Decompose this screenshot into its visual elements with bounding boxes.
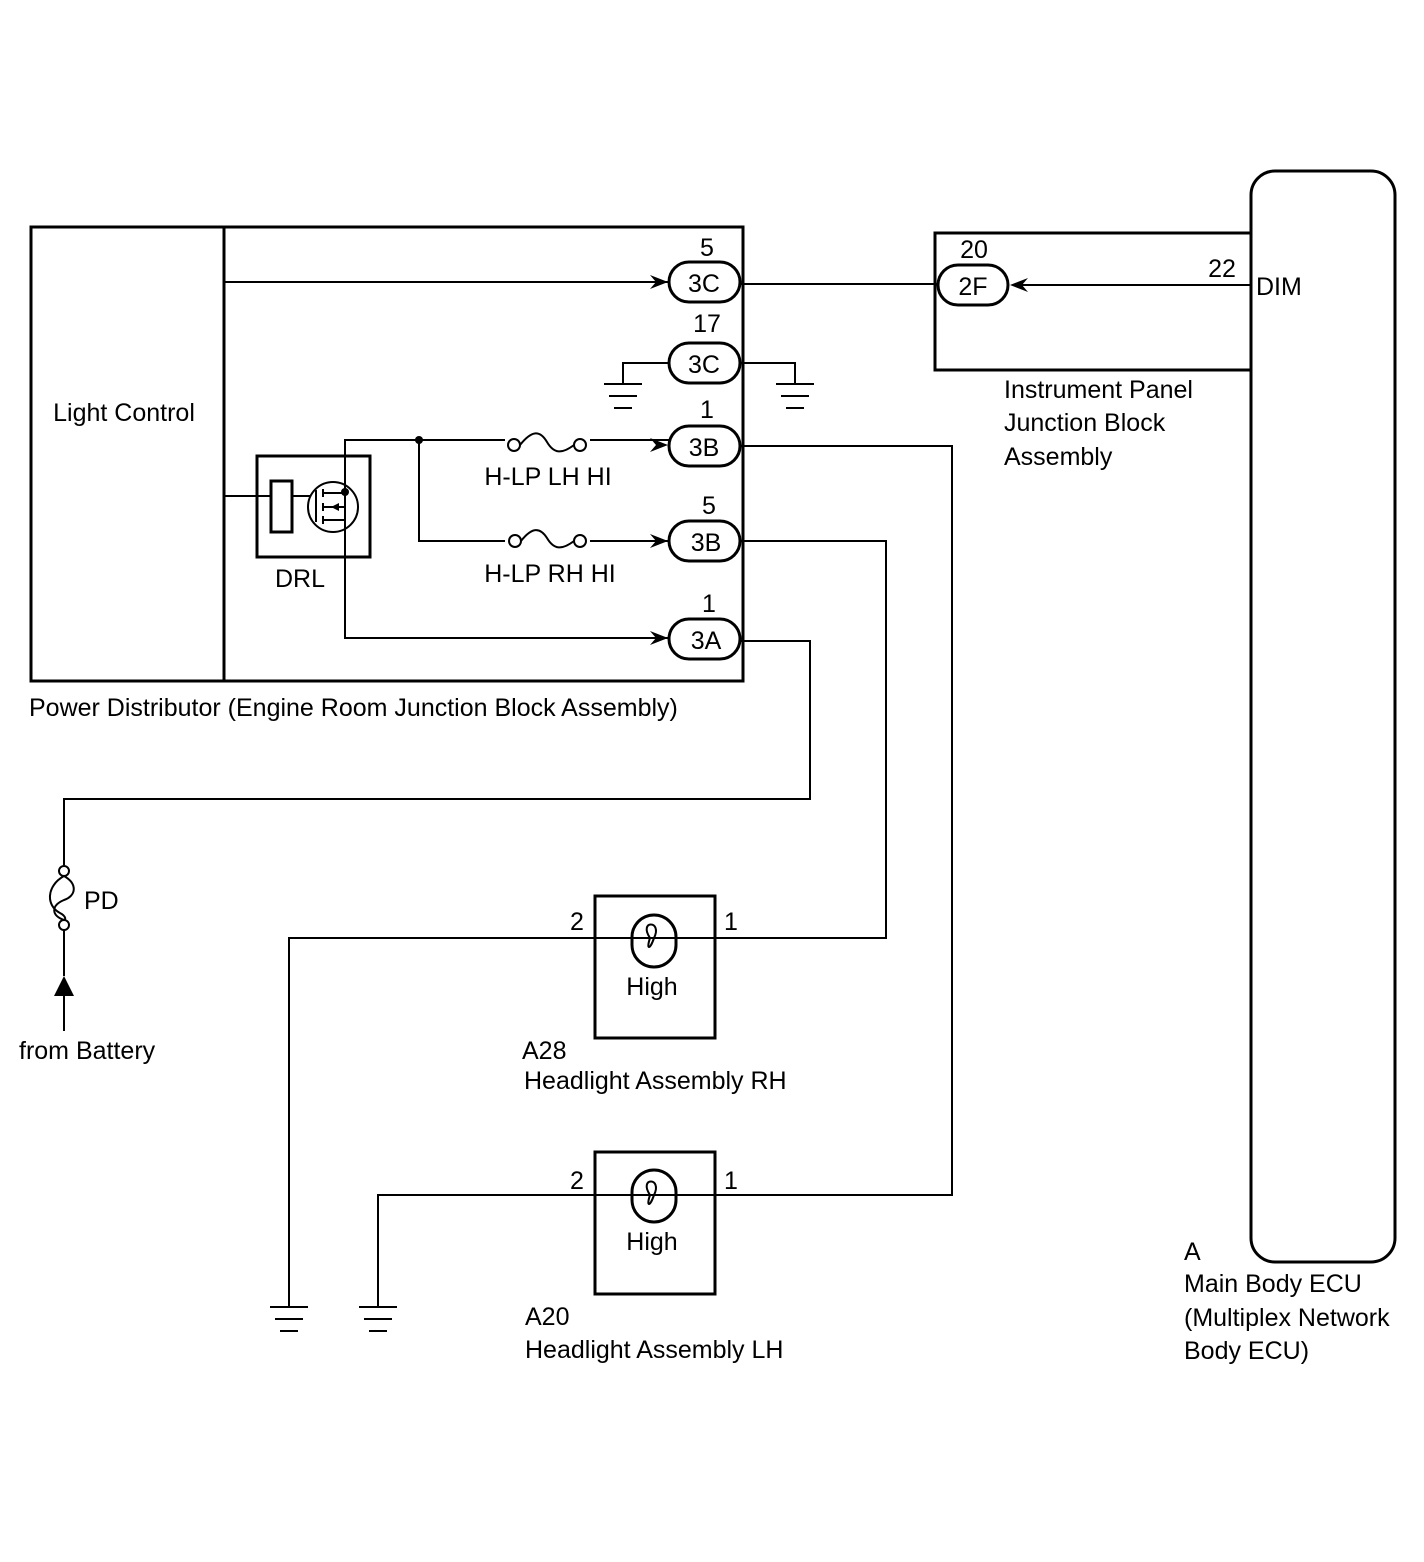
ground-icon <box>776 383 814 409</box>
headlight-lh-name: Headlight Assembly LH <box>525 1336 783 1364</box>
pin-left: 2 <box>570 908 584 936</box>
mosfet-icon <box>292 481 359 533</box>
arrow-up-icon <box>54 976 74 996</box>
lh-ground-wire <box>377 1194 595 1307</box>
connector-17-3c: 3C 17 <box>667 310 742 385</box>
drl-coil-icon <box>269 479 294 534</box>
headlight-lh-code: A20 <box>525 1303 569 1331</box>
fuse-terminal <box>58 919 70 931</box>
power-distributor: Light Control Power Distributor (Engine … <box>29 225 745 722</box>
drl-feed-wire <box>344 520 674 639</box>
lh-high-feed-wire <box>715 445 953 1196</box>
connector-pin: 5 <box>700 234 714 262</box>
connector-code: 3B <box>691 529 722 557</box>
connector-code: 2F <box>958 273 987 301</box>
bulb-icon <box>630 913 678 969</box>
connector-pin: 1 <box>700 396 714 424</box>
connector-code: 3B <box>689 434 720 462</box>
drl-box <box>255 454 372 559</box>
headlight-rh-code: A28 <box>522 1037 566 1065</box>
fuse-pd-label: PD <box>84 887 119 915</box>
connector-pin: 5 <box>702 492 716 520</box>
connector-code: 3A <box>691 627 722 655</box>
headlight-assembly-rh: High 2 1 A28 Headlight Assembly RH <box>522 894 787 1095</box>
rh-high-feed-wire <box>715 540 887 939</box>
connector-20-2f: 2F 20 <box>936 236 1010 307</box>
pin-left: 2 <box>570 1167 584 1195</box>
fuse-rh-label: H-LP RH HI <box>484 560 616 588</box>
fuse-hlp-lh-hi: H-LP LH HI <box>484 432 612 491</box>
drl-relay: DRL <box>224 454 372 593</box>
from-battery-label: from Battery <box>19 1037 156 1065</box>
connector-pin: 17 <box>693 310 721 338</box>
ecu-terminal-dim: DIM <box>1256 273 1302 301</box>
pin-right: 1 <box>724 908 738 936</box>
headlight-lh-box <box>593 1150 717 1296</box>
ecu-label-line-3: Body ECU) <box>1184 1337 1309 1365</box>
connector-pin: 20 <box>960 236 988 264</box>
connector-5-3c: 3C 5 <box>667 234 742 304</box>
ecu-connector-code: A <box>1184 1238 1201 1266</box>
ipjb-label-line-3: Assembly <box>1004 443 1113 471</box>
ipjb-box <box>933 231 1250 372</box>
ecu-label-line-2: (Multiplex Network <box>1184 1304 1390 1332</box>
ground-wire-left <box>622 362 669 384</box>
ground-icon <box>359 1306 397 1332</box>
rh-ground-wire <box>288 937 595 1307</box>
instrument-panel-junction-block: 2F 20 Instrument Panel Junction Block As… <box>933 231 1250 471</box>
fuse-pd: PD from Battery <box>19 865 156 1065</box>
headlight-rh-box <box>593 894 717 1040</box>
drl-label: DRL <box>275 565 325 593</box>
ecu-label-line-1: Main Body ECU <box>1184 1270 1362 1298</box>
fuse-lh-label: H-LP LH HI <box>484 463 611 491</box>
power-distributor-box <box>29 225 745 683</box>
main-body-ecu: 22 DIM A Main Body ECU (Multiplex Networ… <box>1184 169 1397 1365</box>
connector-1-3a: 3A 1 <box>667 590 742 661</box>
connector-code: 3C <box>688 270 720 298</box>
connector-arrows <box>650 275 1028 645</box>
fuse-hlp-rh-hi: H-LP RH HI <box>484 529 616 588</box>
ipjb-label-line-2: Junction Block <box>1004 409 1166 437</box>
ground-icon <box>604 383 642 409</box>
headlight-assembly-lh: High 2 1 A20 Headlight Assembly LH <box>525 1150 783 1364</box>
ground-wire-right <box>740 362 796 384</box>
ground-icon <box>270 1306 308 1332</box>
light-control-label: Light Control <box>53 399 195 427</box>
ipjb-label-line-1: Instrument Panel <box>1004 376 1193 404</box>
power-distributor-title: Power Distributor (Engine Room Junction … <box>29 694 678 722</box>
connector-code: 3C <box>688 351 720 379</box>
pin-right: 1 <box>724 1167 738 1195</box>
headlight-rh-name: Headlight Assembly RH <box>524 1067 787 1095</box>
bulb-icon <box>630 1168 678 1224</box>
bulb-label: High <box>626 973 677 1001</box>
bulb-label: High <box>626 1228 677 1256</box>
fusible-link-icon <box>49 875 67 921</box>
junction-dot <box>415 436 423 444</box>
fuse-terminal <box>58 865 70 877</box>
connector-5-3b: 3B 5 <box>667 492 742 563</box>
battery-feed-wire <box>63 640 811 865</box>
connector-pin: 1 <box>702 590 716 618</box>
main-body-ecu-box <box>1249 169 1397 1264</box>
connector-1-3b: 3B 1 <box>667 396 742 468</box>
ecu-pin: 22 <box>1208 255 1236 283</box>
